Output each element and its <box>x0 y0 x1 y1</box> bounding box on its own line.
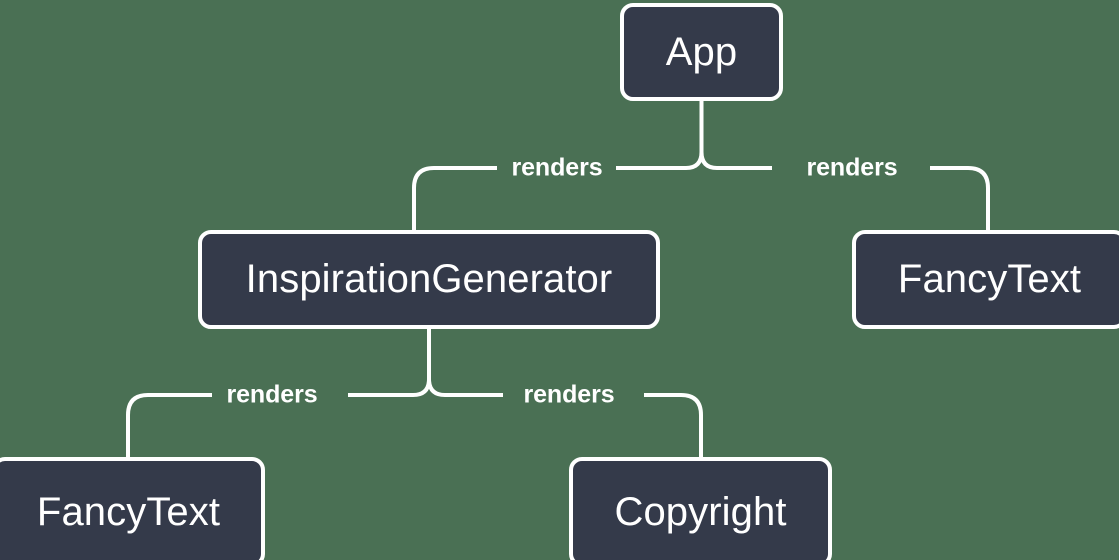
node-app-label: App <box>665 29 738 74</box>
node-app[interactable]: App <box>620 3 783 101</box>
node-inspiration-generator-label: InspirationGenerator <box>245 257 613 301</box>
edge-app-to-inspiration-left-arm <box>616 151 704 170</box>
edge-label-inspiration-generator-to-copyright: renders <box>523 380 615 409</box>
edge-app-to-fancytext-run <box>930 166 990 230</box>
node-fancytext-bottom-label: FancyText <box>36 489 221 534</box>
edge-label-app-to-inspiration-generator: renders <box>511 153 603 182</box>
node-copyright[interactable]: Copyright <box>569 457 832 560</box>
edge-app-to-inspiration-run <box>412 166 497 230</box>
edge-app-to-fancytext-right-arm <box>699 151 772 170</box>
node-copyright-label: Copyright <box>614 489 787 534</box>
node-inspiration-generator[interactable]: InspirationGenerator <box>198 230 660 329</box>
edge-inspiration-to-copyright-run <box>644 393 703 457</box>
edge-label-app-to-fancytext-right: renders <box>806 153 898 182</box>
edge-label-inspiration-generator-to-fancytext: renders <box>226 380 318 409</box>
node-fancytext-bottom[interactable]: FancyText <box>0 457 265 560</box>
edge-inspiration-to-fancytext-run <box>126 393 212 457</box>
node-fancytext-right-label: FancyText <box>897 257 1082 301</box>
edge-inspiration-to-copyright-right-arm <box>427 378 503 397</box>
edge-inspiration-to-fancytext-left-arm <box>348 378 431 397</box>
node-fancytext-right[interactable]: FancyText <box>852 230 1119 329</box>
